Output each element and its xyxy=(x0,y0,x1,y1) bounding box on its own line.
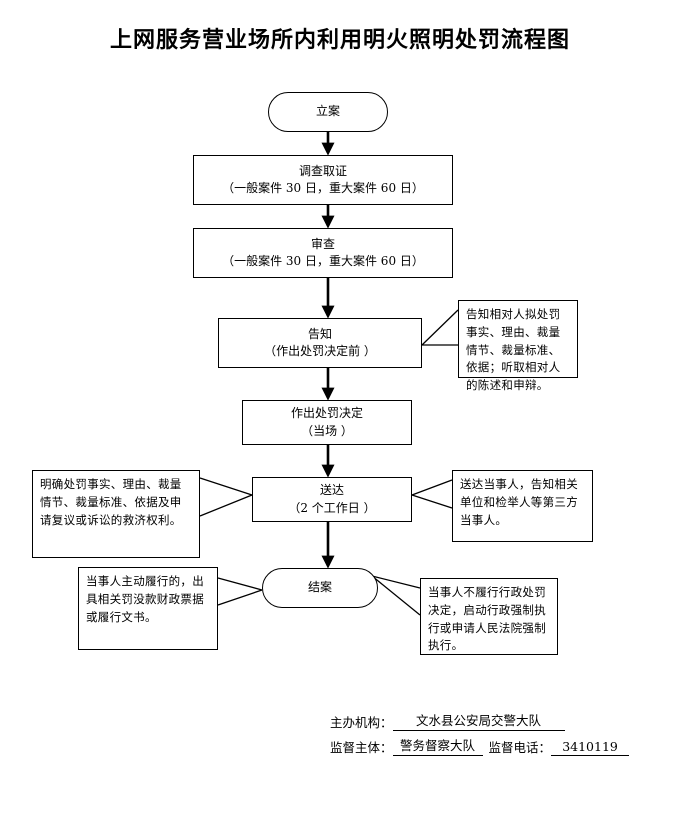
note-deliver-right: 送达当事人，告知相关单位和检举人等第三方当事人。 xyxy=(452,470,593,542)
footer-organizer-value: 文水县公安局交警大队 xyxy=(392,710,565,731)
node-decision[interactable]: 作出处罚决定 （当场 ） xyxy=(242,400,412,445)
footer-row-organizer: 主办机构： 文水县公安局交警大队 xyxy=(330,710,629,731)
node-close-label: 结案 xyxy=(307,580,332,595)
node-decision-detail: （当场 ） xyxy=(301,423,353,438)
footer-phone-label: 监督电话： xyxy=(488,740,552,755)
node-deliver[interactable]: 送达 （2 个工作日 ） xyxy=(252,477,412,522)
footer-block: 主办机构： 文水县公安局交警大队 监督主体： 警务督察大队 监督电话： 3410… xyxy=(330,710,630,760)
note-notify-right: 告知相对人拟处罚事实、理由、裁量情节、裁量标准、依据；听取相对人的陈述和申辩。 xyxy=(458,300,578,392)
footer-supervisor-value: 警务督察大队 xyxy=(392,735,483,756)
node-start-label: 立案 xyxy=(315,104,340,119)
node-review-detail: （一般案件 30 日，重大案件 60 日） xyxy=(222,254,424,268)
footer-supervisor-label: 监督主体： xyxy=(330,740,393,755)
node-investigate-detail: （一般案件 30 日，重大案件 60 日） xyxy=(222,181,424,195)
node-notify-title: 告知 xyxy=(307,326,332,341)
node-close[interactable]: 结案 xyxy=(262,568,378,608)
node-start[interactable]: 立案 xyxy=(268,92,388,132)
footer-row-supervisor: 监督主体： 警务督察大队 监督电话： 3410119 xyxy=(330,735,630,756)
note-close-left: 当事人主动履行的，出具相关罚没款财政票据或履行文书。 xyxy=(78,567,218,650)
page-title: 上网服务营业场所内利用明火照明处罚流程图 xyxy=(109,27,570,53)
node-investigate-title: 调查取证 xyxy=(298,163,347,178)
note-deliver-left: 明确处罚事实、理由、裁量情节、裁量标准、依据及申请复议或诉讼的救济权利。 xyxy=(32,470,200,558)
node-review-title: 审查 xyxy=(310,236,335,251)
node-deliver-title: 送达 xyxy=(319,483,344,498)
footer-phone-value: 3410119 xyxy=(551,739,630,756)
note-close-right: 当事人不履行行政处罚决定，启动行政强制执行或申请人民法院强制执行。 xyxy=(420,578,558,655)
node-review[interactable]: 审查 （一般案件 30 日，重大案件 60 日） xyxy=(193,228,453,278)
footer-organizer-label: 主办机构： xyxy=(330,715,393,730)
node-notify[interactable]: 告知 （作出处罚决定前 ） xyxy=(218,318,422,368)
node-decision-title: 作出处罚决定 xyxy=(290,406,363,421)
node-deliver-detail: （2 个工作日 ） xyxy=(288,500,376,515)
node-investigate[interactable]: 调查取证 （一般案件 30 日，重大案件 60 日） xyxy=(193,155,453,205)
node-notify-detail: （作出处罚决定前 ） xyxy=(264,344,376,358)
